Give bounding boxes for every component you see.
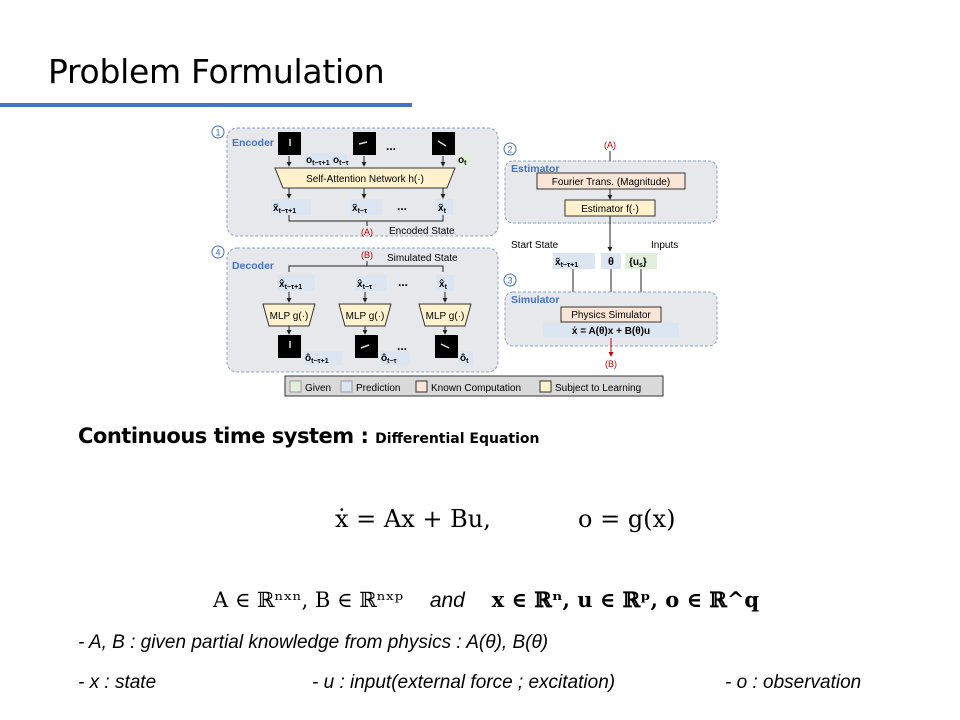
simulated-state-label: Simulated State bbox=[387, 253, 458, 264]
start-state-symbol: x̃t−τ+1 bbox=[555, 257, 578, 269]
bullet-ab: - A, B : given partial knowledge from ph… bbox=[78, 632, 549, 653]
mlp-box-1 bbox=[262, 303, 316, 327]
mlp-label-3: MLP g(·) bbox=[426, 311, 465, 322]
section-heading: Continuous time system : Differential Eq… bbox=[78, 424, 539, 448]
step-4-number: 4 bbox=[215, 248, 220, 258]
obs-label-2: ot−τ bbox=[333, 155, 350, 167]
dimensions-vectors: x ∈ ℝⁿ, u ∈ ℝᵖ, o ∈ ℝ^q bbox=[491, 587, 760, 612]
step-3-badge bbox=[503, 273, 517, 287]
dec-state-2: x̂t−τ bbox=[357, 279, 373, 291]
mlp-label-2: MLP g(·) bbox=[346, 311, 385, 322]
bullet-o: - o : observation bbox=[725, 672, 862, 693]
bullet-u: - u : input(external force ; excitation) bbox=[312, 672, 616, 693]
mlp-label-1: MLP g(·) bbox=[270, 311, 309, 322]
dec-state-1: x̂t−τ+1 bbox=[279, 279, 302, 291]
encoded-state-label: Encoded State bbox=[389, 226, 455, 237]
section-sub: Differential Equation bbox=[375, 431, 540, 447]
label-B-decoder: (B) bbox=[361, 250, 373, 260]
step-1-number: 1 bbox=[215, 128, 220, 138]
dimensions-matrices: A ∈ ℝⁿˣⁿ, B ∈ ℝⁿˣᵖ bbox=[213, 588, 404, 612]
state-equation: ẋ = Ax + Bu, bbox=[335, 505, 491, 533]
pred-obs-1: ôt−τ+1 bbox=[305, 353, 329, 365]
ellipsis-pred: ... bbox=[397, 339, 407, 353]
title-underline bbox=[0, 103, 412, 107]
frame-2 bbox=[353, 132, 376, 155]
label-B-simulator: (B) bbox=[605, 359, 617, 369]
theta-symbol: θ bbox=[608, 256, 614, 268]
label-A-estimator: (A) bbox=[604, 140, 616, 150]
ellipsis-top: ... bbox=[386, 139, 396, 153]
frame-3 bbox=[432, 132, 455, 155]
pred-obs-2: ôt−τ bbox=[381, 353, 398, 365]
legend-known: Known Computation bbox=[431, 383, 521, 394]
obs-label-1: ot−τ+1 bbox=[306, 155, 330, 167]
dimensions-equation: A ∈ ℝⁿˣⁿ, B ∈ ℝⁿˣᵖ and x ∈ ℝⁿ, u ∈ ℝᵖ, o… bbox=[213, 587, 759, 613]
section-main: Continuous time system : bbox=[78, 424, 376, 448]
encoder-label: Encoder bbox=[232, 137, 274, 149]
enc-state-1: x̃t−τ+1 bbox=[273, 203, 296, 215]
mlp-box-3 bbox=[418, 303, 472, 327]
ellipsis-enc: ... bbox=[397, 199, 407, 213]
observation-equation: o = g(x) bbox=[578, 505, 676, 533]
physics-sim-label: Physics Simulator bbox=[571, 310, 651, 321]
inputs-label: Inputs bbox=[651, 240, 678, 251]
pred-obs-3: ôt bbox=[460, 353, 469, 365]
self-attention-box bbox=[274, 167, 456, 189]
model-diagram: 1 Encoder ot−τ+1 ot−τ ot ... Self-Attent… bbox=[211, 125, 718, 397]
legend-prediction: Prediction bbox=[356, 383, 400, 394]
mlp-box-2 bbox=[338, 303, 392, 327]
label-A-encoder: (A) bbox=[361, 227, 373, 237]
inputs-symbol: {us} bbox=[629, 257, 647, 269]
dec-state-3: x̂t bbox=[439, 279, 448, 291]
slide-title: Problem Formulation bbox=[48, 52, 385, 91]
step-2-badge bbox=[503, 142, 517, 156]
fourier-label: Fourier Trans. (Magnitude) bbox=[552, 177, 670, 188]
step-4-badge bbox=[211, 245, 225, 259]
obs-label-3: ot bbox=[458, 155, 467, 167]
decoder-label: Decoder bbox=[232, 260, 274, 272]
step-3-number: 3 bbox=[507, 276, 512, 286]
sim-equation: ẋ = A(θ)x + B(θ)u bbox=[572, 326, 650, 337]
ellipsis-dec: ... bbox=[398, 275, 408, 289]
enc-state-3: x̃t bbox=[438, 203, 447, 215]
estimator-label: Estimator bbox=[511, 163, 559, 175]
step-2-number: 2 bbox=[507, 145, 512, 155]
estimator-f-label: Estimator f(·) bbox=[581, 204, 639, 215]
legend-given: Given bbox=[305, 383, 331, 394]
step-1-badge bbox=[211, 125, 225, 139]
legend-learning: Subject to Learning bbox=[555, 383, 641, 394]
dimensions-and: and bbox=[429, 589, 465, 612]
enc-state-2: x̃t−τ bbox=[352, 203, 368, 215]
bullet-x: - x : state bbox=[78, 672, 157, 693]
self-attention-label: Self-Attention Network h(·) bbox=[306, 174, 424, 185]
start-state-label: Start State bbox=[511, 240, 559, 251]
physics-sim-box bbox=[560, 306, 662, 323]
fourier-box bbox=[536, 172, 686, 190]
simulator-label: Simulator bbox=[511, 294, 559, 306]
legend-box bbox=[284, 375, 664, 397]
